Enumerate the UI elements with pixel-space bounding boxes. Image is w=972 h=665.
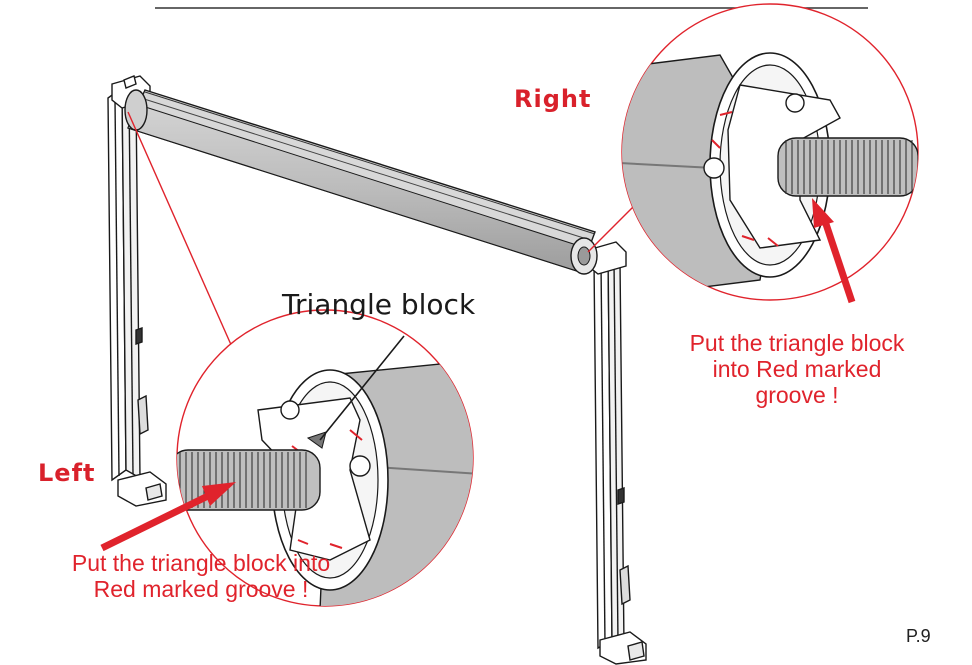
right-instruction-line-1: Put the triangle block xyxy=(689,330,905,356)
page-number: P.9 xyxy=(906,626,931,646)
left-post xyxy=(107,75,167,507)
right-post xyxy=(587,241,647,665)
right-detail-zoom xyxy=(621,3,919,301)
right-instruction: Put the triangle block into Red marked g… xyxy=(642,330,952,408)
right-spring xyxy=(777,137,918,197)
triangle-block-leader xyxy=(319,335,405,441)
left-instruction-line-1: Put the triangle block into xyxy=(71,550,331,576)
leader-lines xyxy=(127,111,641,357)
roller-tube xyxy=(124,89,598,275)
left-instruction: Put the triangle block into Red marked g… xyxy=(16,550,386,602)
right-arrow xyxy=(812,198,856,304)
left-arrow xyxy=(100,482,236,552)
left-instruction-line-2: Red marked groove ! xyxy=(93,576,309,602)
triangle-block-label: Triangle block xyxy=(282,288,476,321)
right-instruction-line-3: groove ! xyxy=(755,382,839,408)
left-label: Left xyxy=(38,459,96,487)
right-label: Right xyxy=(514,85,592,113)
right-instruction-line-2: into Red marked xyxy=(712,356,882,382)
